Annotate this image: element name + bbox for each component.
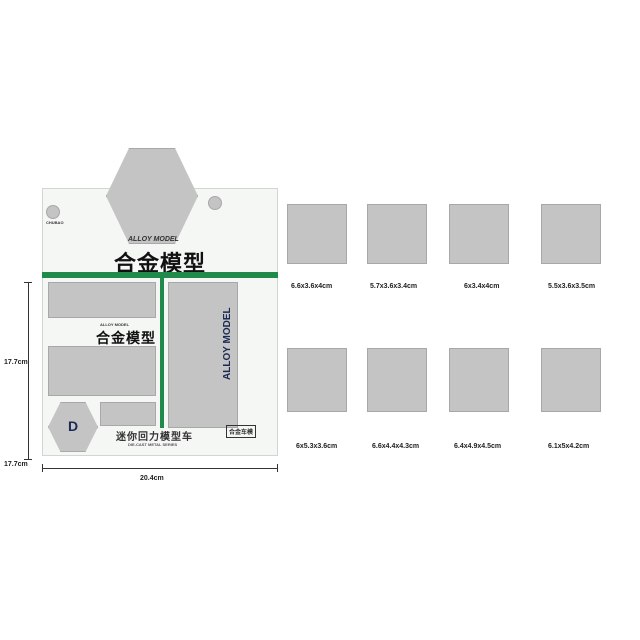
jet-size-label-4: 6.1x5x4.2cm: [548, 443, 590, 450]
tank-product-photo-3: [449, 204, 509, 264]
package-mini-title-en: ALLOY MODEL: [100, 322, 130, 327]
height-tick-top: [24, 282, 32, 283]
width-dimension-line: [42, 468, 278, 469]
tank-product-photo-4: [541, 204, 601, 264]
height-label-bottom: 17.7cm: [4, 461, 28, 468]
package-window-left-photo-2: [48, 346, 156, 396]
package-subtitle-cn: 迷你回力模型车: [116, 432, 193, 443]
package-green-divider: [160, 278, 164, 428]
tank-size-label-1: 6.6x3.6x4cm: [291, 283, 333, 290]
width-tick-left: [42, 464, 43, 472]
tank-size-label-4: 5.5x3.6x3.5cm: [548, 283, 596, 290]
package-subtitle-en: DIE-CAST METAL SERIES: [128, 442, 178, 447]
package-wheel-icon: [208, 196, 222, 210]
jet-product-photo-1: [287, 348, 347, 412]
package-stamp: 合金车模: [226, 425, 257, 438]
tank-size-label-2: 5.7x3.6x3.4cm: [370, 283, 418, 290]
package-mini-title-cn: 合金模型: [96, 331, 156, 347]
tank-product-photo-2: [367, 204, 427, 264]
height-tick-bottom: [24, 459, 32, 460]
jet-size-label-2: 6.6x4.4x4.3cm: [372, 443, 420, 450]
jet-size-label-1: 6x5.3x3.6cm: [296, 443, 338, 450]
package-window-right-photo: [168, 282, 238, 428]
package-side-text: ALLOY MODEL: [222, 307, 233, 380]
package-window-left-photo-3: [100, 402, 156, 426]
jet-product-photo-3: [449, 348, 509, 412]
package-badge-letter: D: [68, 418, 79, 434]
height-dimension-line: [28, 282, 29, 460]
tank-product-photo-1: [287, 204, 347, 264]
width-tick-right: [277, 464, 278, 472]
package-brand: CHUBAO: [46, 220, 64, 225]
package-title-en: ALLOY MODEL: [128, 236, 179, 243]
height-label-top: 17.7cm: [4, 359, 28, 366]
tank-size-label-3: 6x3.4x4cm: [464, 283, 500, 290]
jet-product-photo-2: [367, 348, 427, 412]
width-label: 20.4cm: [140, 475, 164, 482]
package-window-left-photo: [48, 282, 156, 318]
package-green-stripe: [42, 272, 278, 278]
jet-product-photo-4: [541, 348, 601, 412]
jet-size-label-3: 6.4x4.9x4.5cm: [454, 443, 502, 450]
package-brand-logo: [46, 205, 60, 219]
package-badge-emblem-photo: [48, 402, 98, 452]
